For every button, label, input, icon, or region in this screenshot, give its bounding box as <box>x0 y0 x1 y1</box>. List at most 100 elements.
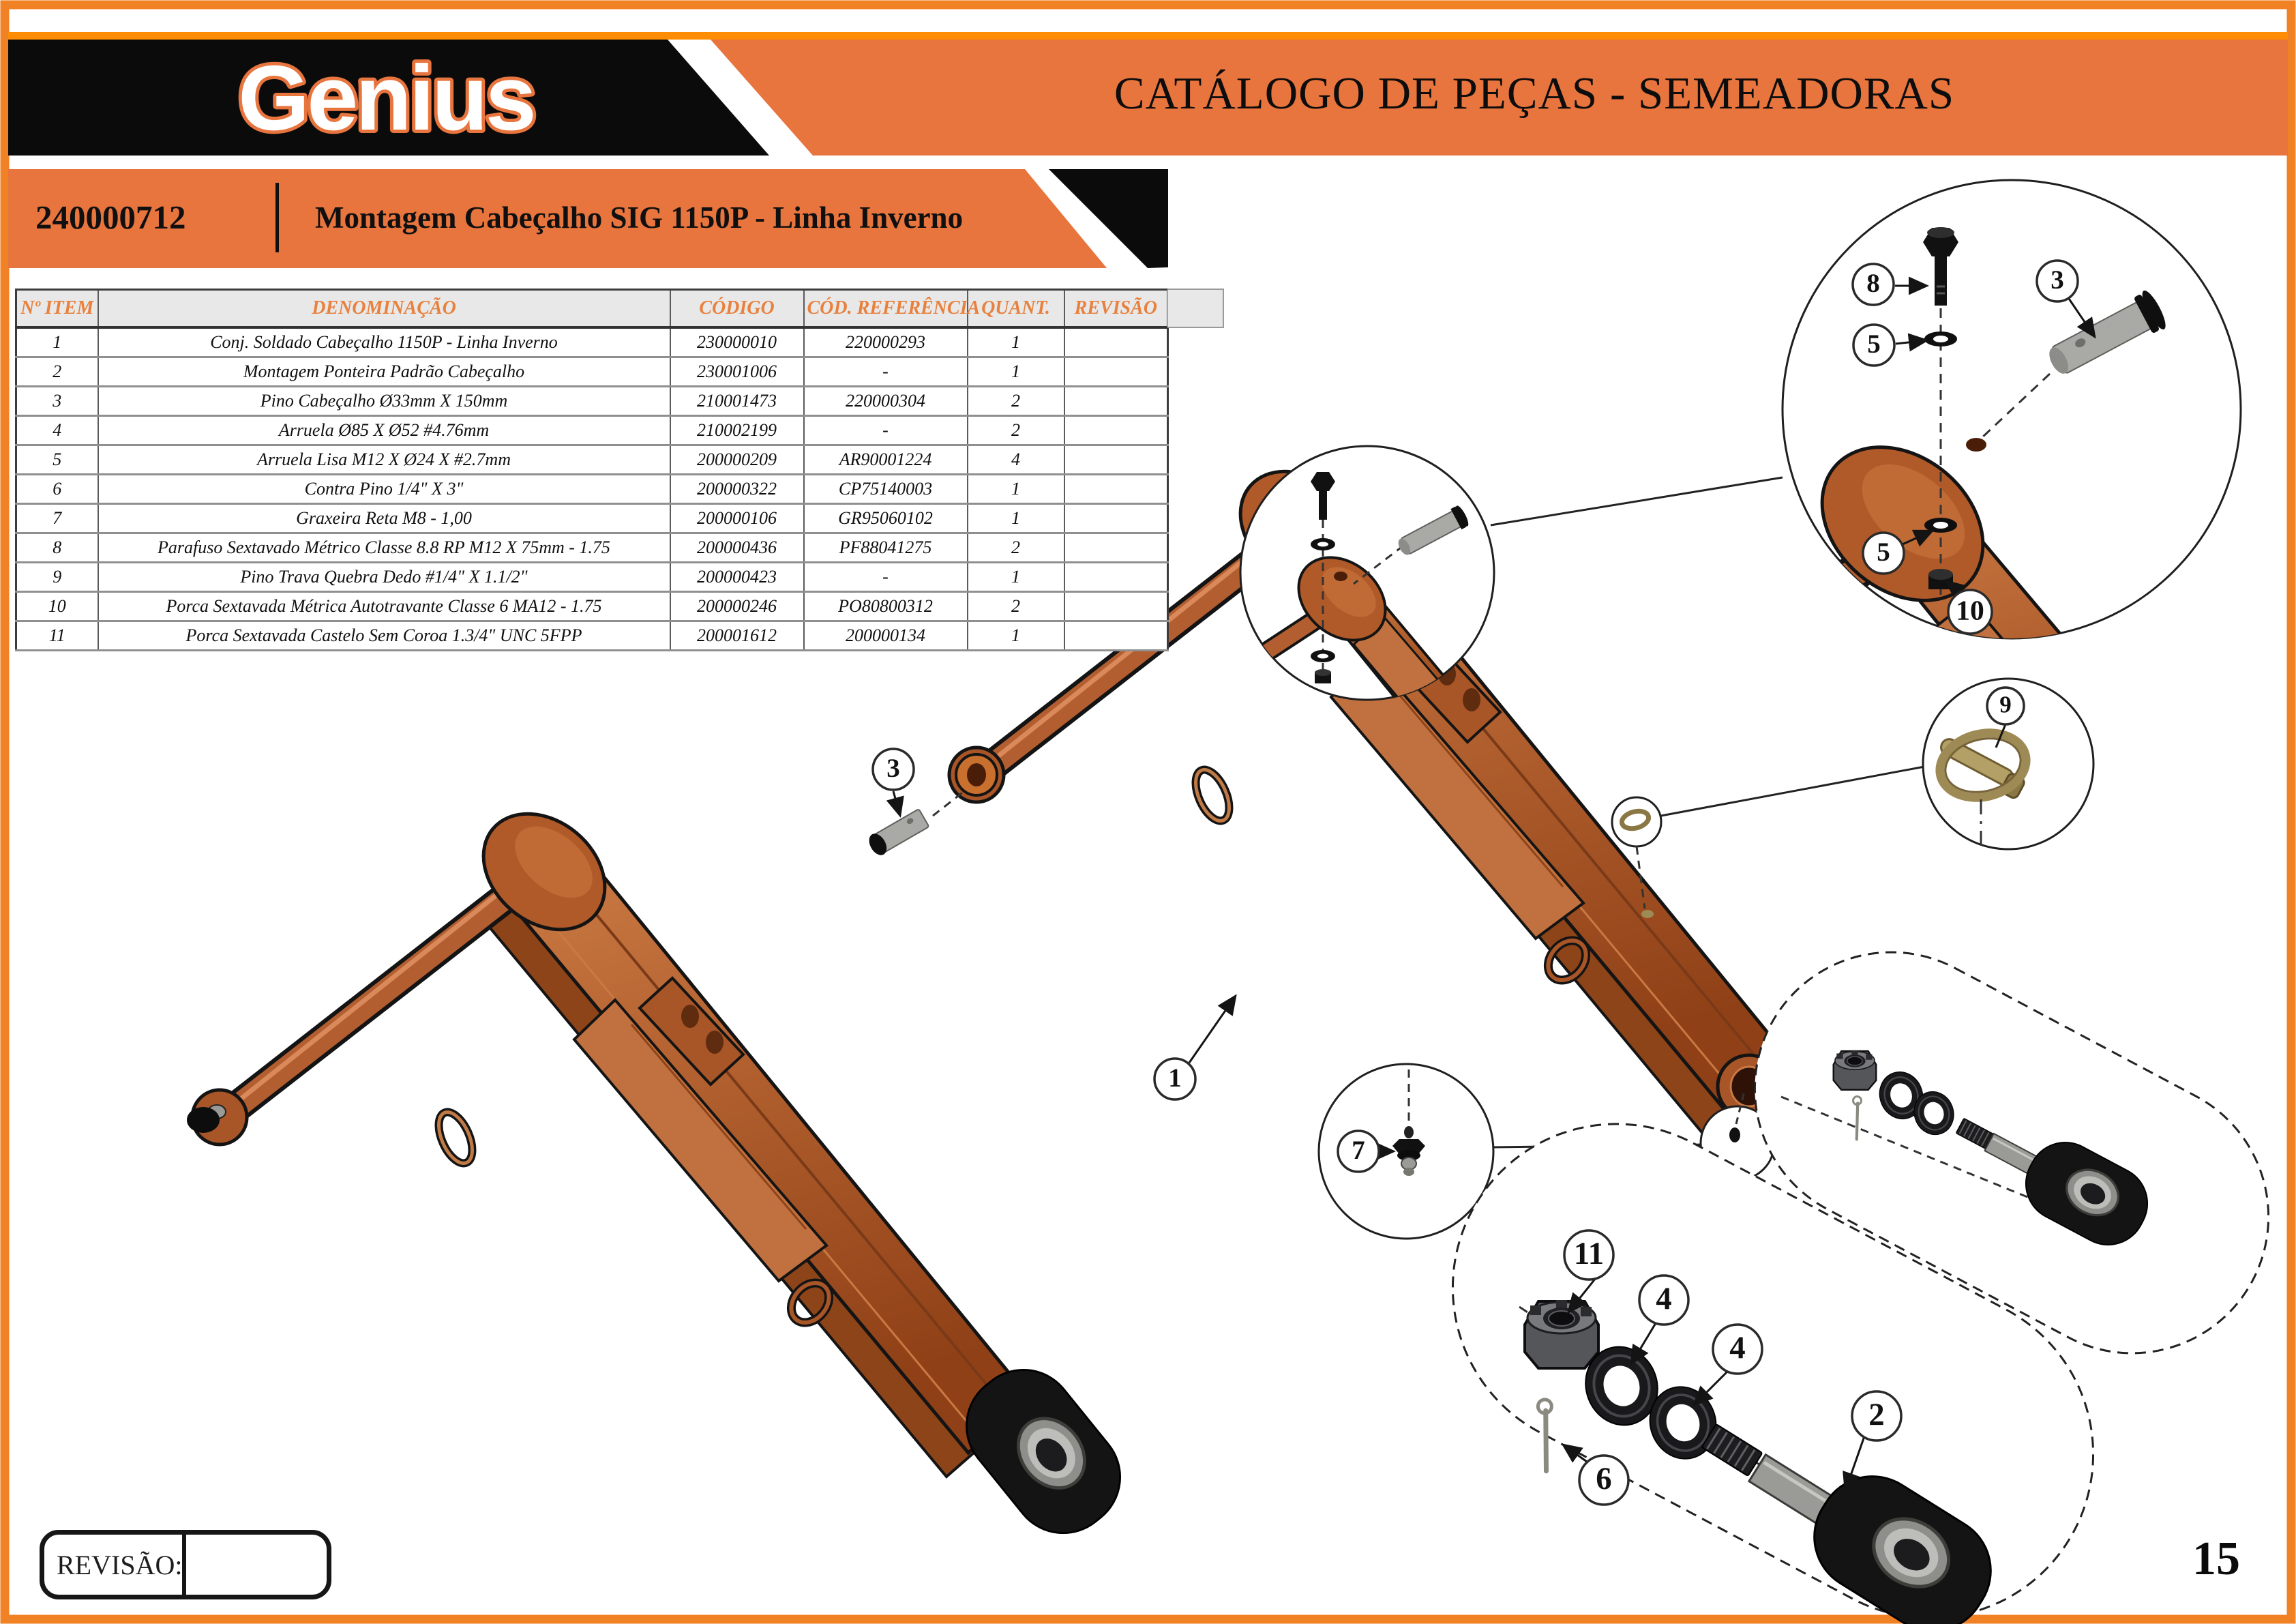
cell-quant: 1 <box>966 620 1065 651</box>
callout-bubble <box>1986 686 2025 726</box>
callout-bubble <box>1851 1390 1903 1442</box>
col-header-item: Nº ITEM <box>15 289 99 329</box>
cell-cod_referencia: - <box>803 356 968 387</box>
cell-item: 2 <box>15 356 99 387</box>
callout-arrow <box>2068 298 2096 339</box>
cell-quant: 2 <box>966 532 1065 563</box>
detail-circle-7 <box>1317 1063 1495 1240</box>
brand-logo: Genius <box>238 46 534 149</box>
cell-revisao <box>1063 385 1169 417</box>
cell-denominacao: Montagem Ponteira Padrão Cabeçalho <box>97 356 671 387</box>
callout-number: 5 <box>1877 537 1890 567</box>
callout-arrow <box>1944 580 1967 600</box>
callout-number: 3 <box>886 754 900 783</box>
callout-number: 7 <box>1352 1136 1365 1165</box>
callout-number: 2 <box>1868 1397 1884 1432</box>
header-band: Genius <box>8 32 2288 156</box>
cell-denominacao: Pino Trava Quebra Dedo #1/4" X 1.1/2" <box>97 561 671 593</box>
cell-quant: 1 <box>966 356 1065 387</box>
cell-item: 7 <box>15 503 99 534</box>
cell-codigo: 200001612 <box>669 620 805 651</box>
callout-bubble <box>1862 531 1905 575</box>
cell-codigo: 230001006 <box>669 356 805 387</box>
clevis-pin-3 <box>869 790 965 855</box>
cell-item: 10 <box>15 591 99 622</box>
callout-bubble <box>1153 1057 1197 1101</box>
cell-quant: 2 <box>966 591 1065 622</box>
assembly-code: 240000712 <box>35 198 186 236</box>
ponteira-capsule-small <box>1753 951 2270 1355</box>
cell-cod_referencia: 220000293 <box>803 326 968 358</box>
callout-number: 11 <box>1574 1236 1604 1271</box>
cell-item: 8 <box>15 532 99 563</box>
cell-revisao <box>1063 415 1169 446</box>
callout-number: 5 <box>1867 329 1881 359</box>
parts-table: Nº ITEM DENOMINAÇÃO CÓDIGO CÓD. REFERÊNC… <box>15 289 1169 651</box>
callout-number: 4 <box>1656 1281 1671 1316</box>
revision-label: REVISÃO: <box>44 1535 186 1595</box>
cell-cod_referencia: - <box>803 561 968 593</box>
cell-item: 1 <box>15 326 99 358</box>
cell-codigo: 200000106 <box>669 503 805 534</box>
cell-cod_referencia: PO80800312 <box>803 591 968 622</box>
subheader-band <box>8 169 1168 268</box>
callout-number: 1 <box>1168 1063 1182 1093</box>
cell-denominacao: Parafuso Sextavado Métrico Classe 8.8 RP… <box>97 532 671 563</box>
cell-revisao <box>1063 326 1169 358</box>
callout-number: 3 <box>2051 265 2064 295</box>
cell-item: 11 <box>15 620 99 651</box>
cell-revisao <box>1063 444 1169 475</box>
col-header-codigo: CÓDIGO <box>669 289 805 329</box>
revision-value <box>186 1535 327 1595</box>
leader-line <box>1490 476 1783 527</box>
cell-denominacao: Pino Cabeçalho Ø33mm X 150mm <box>97 385 671 417</box>
cell-denominacao: Porca Sextavada Métrica Autotravante Cla… <box>97 591 671 622</box>
cell-codigo: 200000209 <box>669 444 805 475</box>
detail-circle-9 <box>1922 677 2095 853</box>
col-header-revisao: REVISÃO <box>1063 289 1169 329</box>
callout-arrow <box>1895 333 1929 352</box>
col-header-cod-referencia: CÓD. REFERÊNCIA <box>803 289 980 329</box>
detail-circle-apex-small <box>1239 445 1495 701</box>
callout-bubble <box>1337 1130 1380 1173</box>
cell-denominacao: Porca Sextavada Castelo Sem Coroa 1.3/4"… <box>97 620 671 651</box>
cell-revisao <box>1063 473 1169 505</box>
cell-codigo: 230000010 <box>669 326 805 358</box>
callout-arrow <box>1692 1370 1729 1407</box>
callout-bubble <box>1578 1454 1630 1506</box>
cell-cod_referencia: CP75140003 <box>803 473 968 505</box>
callout-bubble <box>1852 323 1896 367</box>
lynch-pin-location <box>1611 796 1663 918</box>
cell-cod_referencia: AR90001224 <box>803 444 968 475</box>
page-number: 15 <box>2192 1533 2240 1585</box>
leader-line <box>1660 765 1925 817</box>
callout-number: 10 <box>1956 595 1984 626</box>
subheader-divider <box>275 183 279 252</box>
table-header-extension <box>1167 289 1224 328</box>
cell-denominacao: Arruela Ø85 X Ø52 #4.76mm <box>97 415 671 446</box>
callout-number: 8 <box>1866 269 1880 298</box>
cell-quant: 2 <box>966 385 1065 417</box>
cell-quant: 1 <box>966 326 1065 358</box>
cell-cod_referencia: PF88041275 <box>803 532 968 563</box>
callout-bubble <box>1638 1274 1690 1326</box>
cell-cod_referencia: GR95060102 <box>803 503 968 534</box>
callout-arrow <box>1567 1278 1597 1314</box>
callout-bubble <box>1712 1323 1763 1375</box>
cell-revisao <box>1063 591 1169 622</box>
cell-codigo: 200000423 <box>669 561 805 593</box>
cell-denominacao: Conj. Soldado Cabeçalho 1150P - Linha In… <box>97 326 671 358</box>
cell-codigo: 200000322 <box>669 473 805 505</box>
cell-quant: 4 <box>966 444 1065 475</box>
